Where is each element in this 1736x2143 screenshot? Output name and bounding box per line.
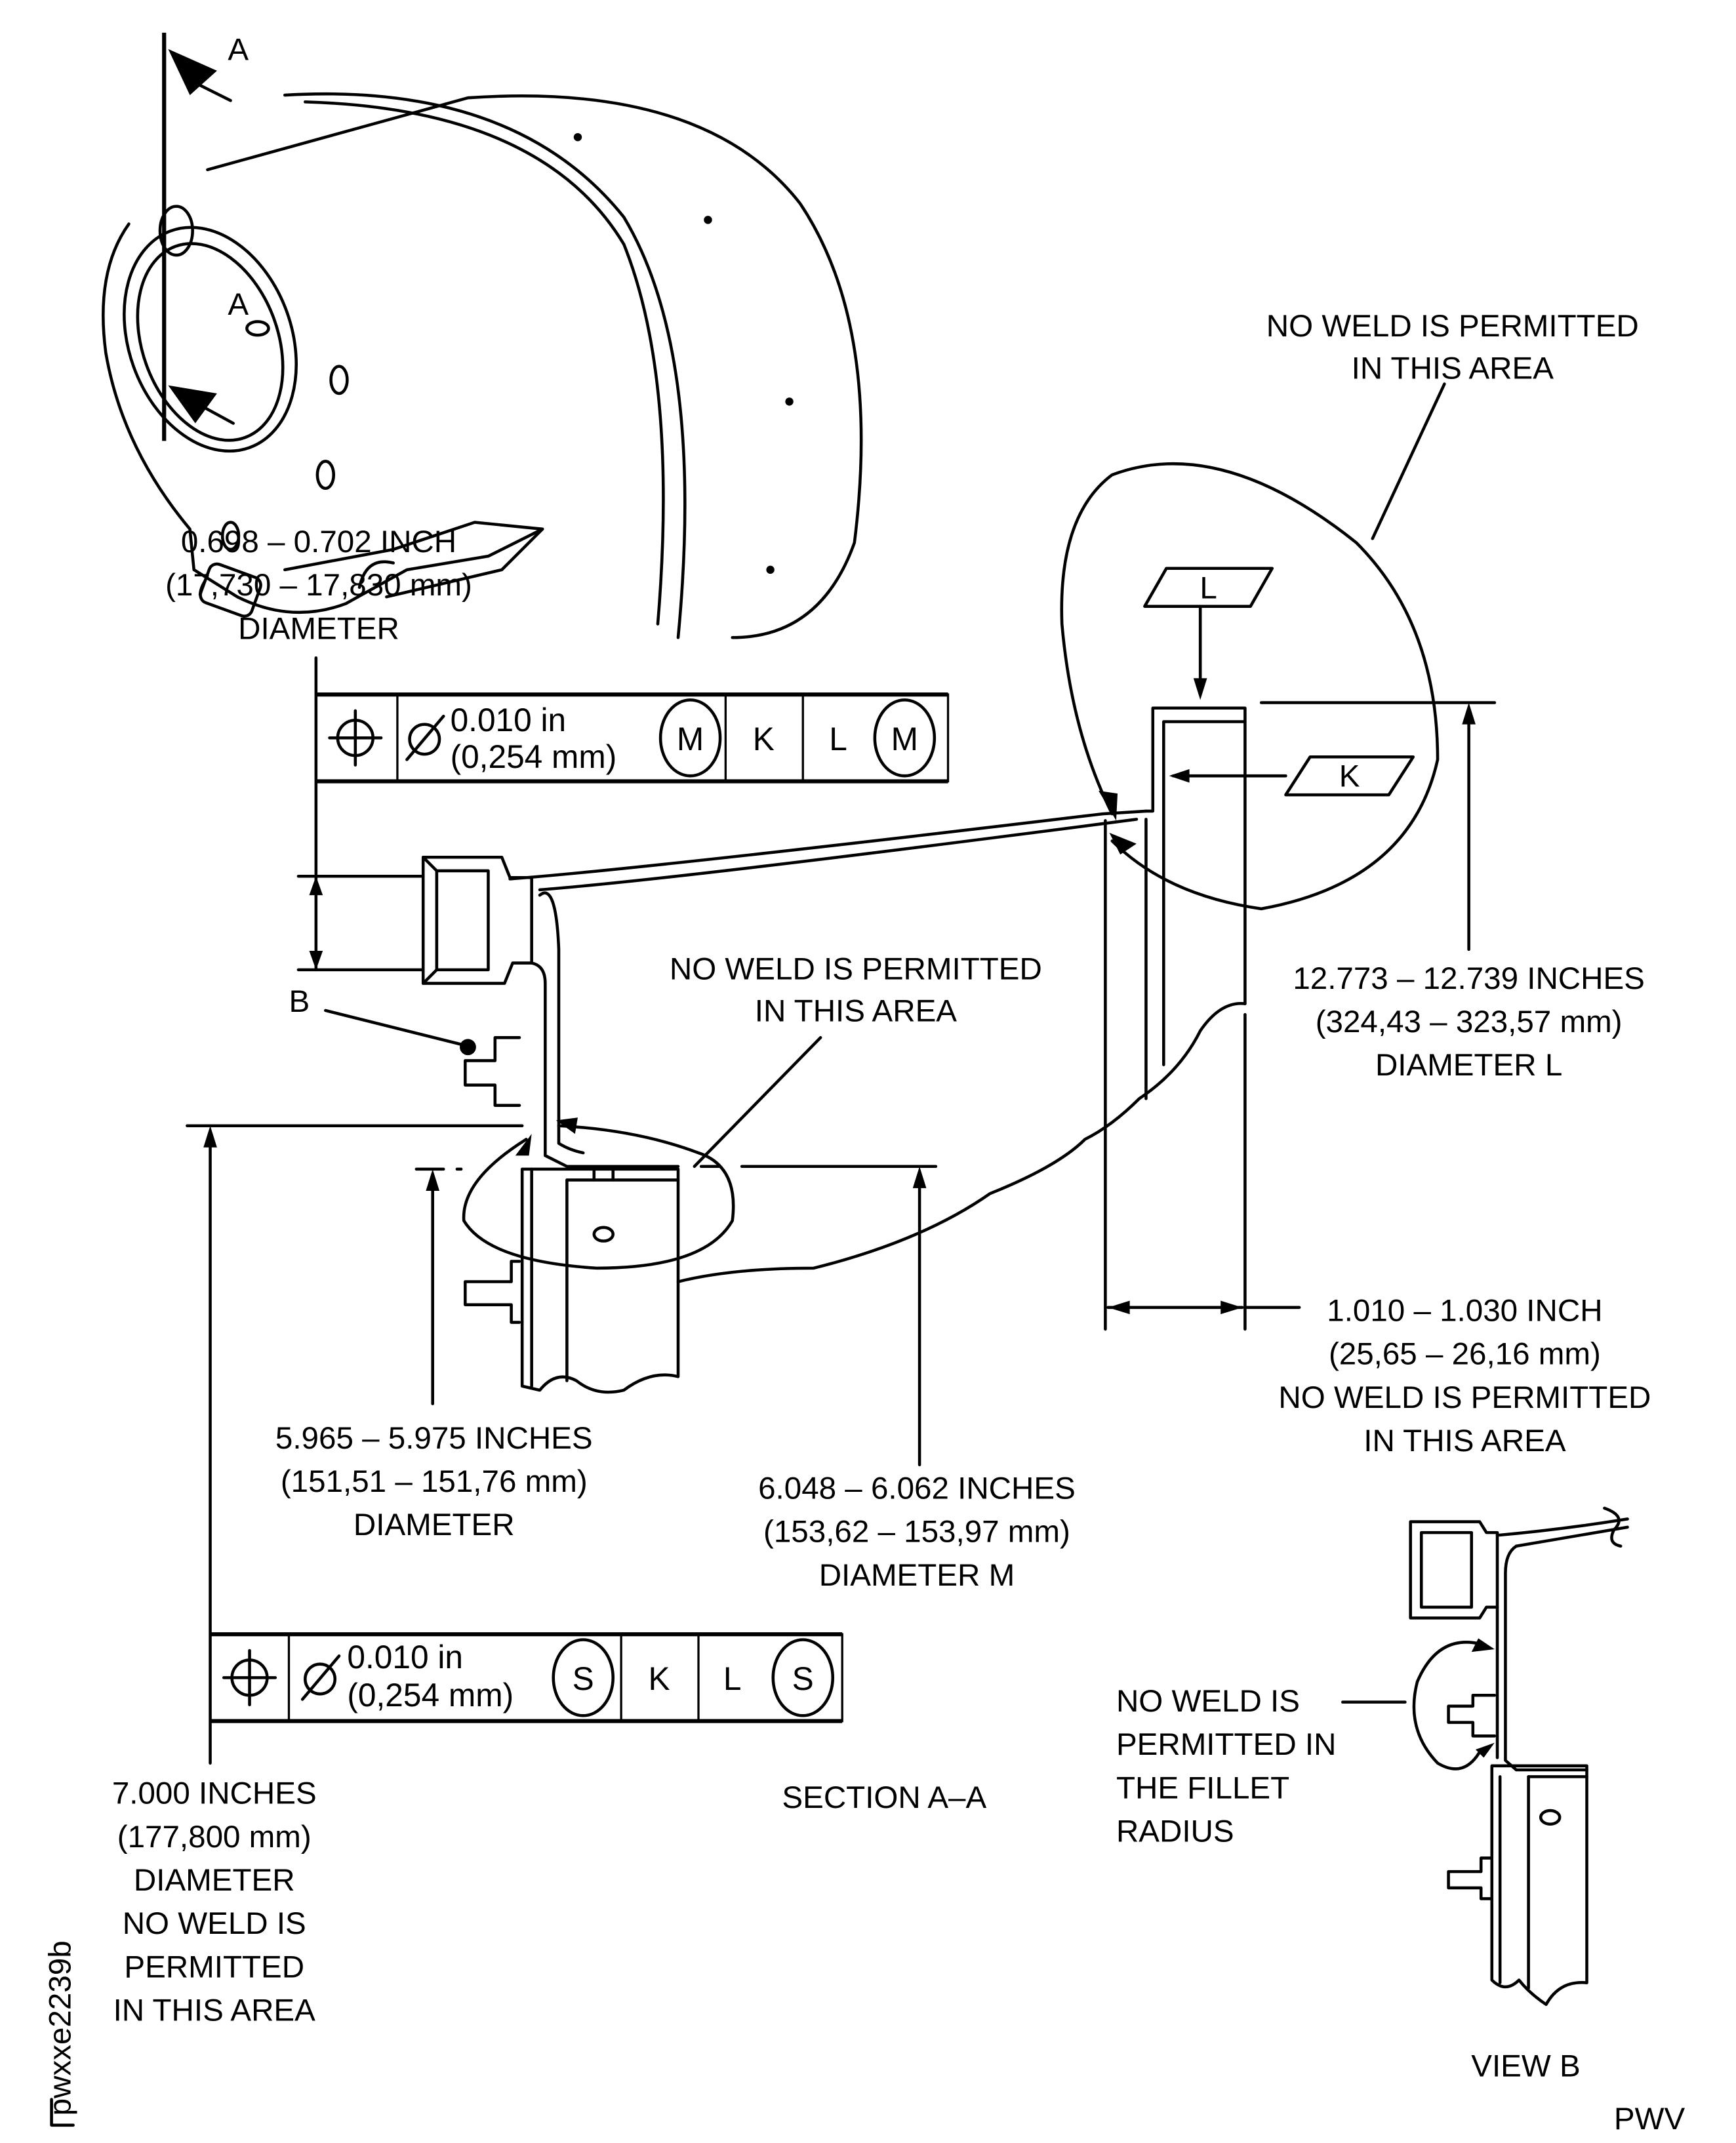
fcf2-datum-secondary: L [723, 1660, 742, 1697]
datum-l-label: L [1200, 571, 1217, 605]
figure-id-text: pwxxe2239b [43, 1940, 78, 2115]
dia-5965-line3: DIAMETER [353, 1508, 515, 1542]
view-b-pointer-label: B [289, 984, 310, 1019]
dia-7000-line2: (177,800 mm) [117, 1820, 312, 1854]
flange-width-line2: (25,65 – 26,16 mm) [1329, 1337, 1601, 1372]
feature-control-frame-1: 0.010 in (0,254 mm) M K L M [315, 692, 950, 784]
no-weld-zone-web: NO WELD IS PERMITTED IN THIS AREA [462, 951, 1042, 1270]
fcf1-datum-primary: K [753, 721, 775, 757]
figure-id: pwxxe2239b [43, 1940, 78, 2127]
fcf2-modifier-circle [552, 1638, 615, 1717]
view-b-detail: NO WELD IS PERMITTED IN THE FILLET RADIU… [1116, 1506, 1629, 2083]
boss [421, 855, 533, 985]
diameter-l-line3: DIAMETER L [1375, 1048, 1562, 1083]
no-weld-flange-line1: NO WELD IS PERMITTED [1266, 309, 1639, 344]
fillet-line2: PERMITTED IN [1116, 1727, 1336, 1762]
diameter-l-line2: (324,43 – 323,57 mm) [1316, 1005, 1623, 1039]
no-weld-ellipse-flange [1060, 462, 1440, 911]
feature-control-frame-2: 0.010 in (0,254 mm) S K L S [209, 1632, 843, 1723]
cone-outline [206, 94, 863, 639]
no-weld-flange-line2: IN THIS AREA [1352, 351, 1554, 386]
no-weld-web-line2: IN THIS AREA [755, 993, 958, 1028]
position-symbol-icon [328, 709, 383, 767]
section-letter-bottom: A [228, 287, 249, 322]
flange-width-line1: 1.010 – 1.030 INCH [1327, 1294, 1602, 1329]
fillet-line1: NO WELD IS [1116, 1684, 1300, 1719]
datum-k: K [1169, 755, 1415, 797]
section-arrow-bottom [168, 385, 217, 424]
section-a-a-label: SECTION A–A [782, 1780, 986, 1815]
dimension-diameter-5965: 5.965 – 5.975 INCHES (151,51 – 151,76 mm… [275, 1167, 593, 1542]
diameter-l-line1: 12.773 – 12.739 INCHES [1293, 961, 1645, 996]
dimension-diameter-7000: 7.000 INCHES (177,800 mm) DIAMETER NO WE… [112, 1124, 524, 2028]
fcf2-datum-modifier-circle [771, 1638, 835, 1717]
datum-k-label: K [1339, 759, 1360, 794]
dia-m-line3: DIAMETER M [819, 1558, 1015, 1593]
bore-ring-outer [123, 226, 298, 453]
mount-plate [102, 222, 544, 614]
dia-7000-line6: IN THIS AREA [113, 1993, 316, 2028]
dia-7000-line5: PERMITTED [124, 1950, 304, 1984]
section-letter-top: A [228, 32, 249, 67]
no-weld-web-line1: NO WELD IS PERMITTED [670, 951, 1042, 986]
dia-7000-line3: DIAMETER [134, 1863, 295, 1898]
fcf1-tolerance-mm: (0,254 mm) [451, 738, 617, 775]
fcf1-datum-modifier-circle [873, 698, 937, 778]
bore-ring-inner [136, 242, 285, 442]
datum-l-frame [1143, 567, 1274, 608]
dia-7000-line4: NO WELD IS [123, 1906, 306, 1941]
dia-7000-line1: 7.000 INCHES [112, 1776, 317, 1811]
dia-5965-line1: 5.965 – 5.975 INCHES [275, 1421, 593, 1456]
no-weld-zone-flange: NO WELD IS PERMITTED IN THIS AREA [1060, 309, 1639, 911]
dimension-diameter-l: 12.773 – 12.739 INCHES (324,43 – 323,57 … [1259, 701, 1645, 1083]
diameter-symbol-icon [405, 714, 445, 761]
no-weld-ellipse-web [462, 1124, 735, 1270]
fcf1-datum-secondary: L [829, 721, 847, 757]
flange-width-line4: IN THIS AREA [1363, 1424, 1566, 1458]
fillet-ellipse [1412, 1640, 1483, 1771]
section-a-a-profile: B [289, 706, 1247, 1394]
position-symbol-icon [222, 1649, 277, 1707]
fcf1-modifier: M [677, 721, 704, 757]
boss-dia-line2: (17,730 – 17,830 mm) [165, 568, 472, 603]
dimension-flange-width: 1.010 – 1.030 INCH (25,65 – 26,16 mm) NO… [1106, 1294, 1651, 1458]
fillet-line3: THE FILLET [1116, 1771, 1289, 1805]
view-b-point [460, 1039, 476, 1056]
section-arrow-top [168, 49, 217, 96]
flange-width-line3: NO WELD IS PERMITTED [1278, 1380, 1651, 1415]
datum-l: L [1143, 567, 1274, 700]
boss-dia-line3: DIAMETER [238, 611, 399, 646]
dia-m-line1: 6.048 – 6.062 INCHES [758, 1471, 1076, 1506]
dia-5965-line2: (151,51 – 151,76 mm) [281, 1464, 588, 1499]
isometric-part-view: A A [102, 32, 863, 639]
fcf2-tolerance-mm: (0,254 mm) [347, 1677, 514, 1713]
fcf2-datum-modifier: S [792, 1660, 814, 1697]
view-b-label: VIEW B [1471, 2049, 1580, 2083]
fcf1-modifier-circle [658, 698, 722, 778]
fillet-line4: RADIUS [1116, 1814, 1234, 1849]
flange-outer [1144, 706, 1247, 1005]
fcf2-datum-primary: K [648, 1660, 670, 1697]
fcf2-modifier: S [573, 1660, 594, 1697]
break-line [676, 1001, 1247, 1283]
boss-dia-line1: 0.698 – 0.702 INCH [181, 525, 456, 559]
dia-m-line2: (153,62 – 153,97 mm) [763, 1515, 1070, 1550]
dimension-diameter-m: 6.048 – 6.062 INCHES (153,62 – 153,97 mm… [699, 1165, 1076, 1593]
dimension-boss-diameter: 0.698 – 0.702 INCH (17,730 – 17,830 mm) … [165, 525, 472, 972]
fcf2-tolerance-in: 0.010 in [347, 1639, 463, 1675]
datum-k-frame [1284, 755, 1415, 797]
diameter-symbol-icon [300, 1654, 341, 1701]
lower-ring [520, 1167, 680, 1394]
source-mark: PWV [1614, 2102, 1686, 2136]
fcf1-datum-modifier: M [891, 721, 918, 757]
fcf1-tolerance-in: 0.010 in [451, 702, 567, 738]
